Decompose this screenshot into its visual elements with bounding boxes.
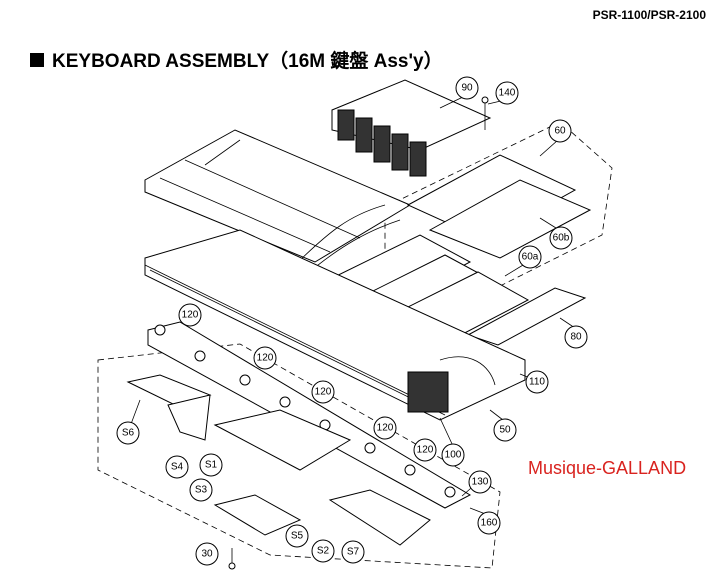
callout-90: 90 (455, 76, 479, 100)
svg-text:S2: S2 (317, 546, 330, 557)
callout-S6: S6 (116, 421, 140, 445)
svg-text:S1: S1 (205, 460, 218, 471)
callout-60a: 60a (518, 245, 542, 269)
svg-text:60: 60 (554, 126, 566, 137)
callout-S7: S7 (341, 540, 365, 564)
svg-text:S7: S7 (347, 547, 360, 558)
model-number: PSR-1100/PSR-2100 (592, 8, 706, 22)
callout-100: 100 (441, 443, 465, 467)
page-title: KEYBOARD ASSEMBLY（16M 鍵盤 Ass'y） (30, 46, 443, 73)
svg-text:120: 120 (377, 423, 394, 434)
svg-text:80: 80 (570, 332, 582, 343)
keyboard-frame-part (144, 129, 412, 281)
svg-text:S4: S4 (171, 462, 184, 473)
svg-text:50: 50 (499, 425, 511, 436)
callout-120-c: 120 (311, 380, 335, 404)
callout-S1: S1 (199, 453, 223, 477)
svg-text:60b: 60b (553, 233, 570, 244)
svg-text:90: 90 (461, 83, 473, 94)
callout-120-d: 120 (373, 416, 397, 440)
svg-text:30: 30 (201, 549, 213, 560)
switch-board-part (147, 321, 472, 509)
svg-text:130: 130 (472, 477, 489, 488)
callout-120-a: 120 (178, 303, 202, 327)
svg-text:S3: S3 (195, 485, 208, 496)
svg-text:100: 100 (445, 450, 462, 461)
callout-30: 30 (195, 542, 219, 566)
svg-text:S5: S5 (291, 531, 304, 542)
svg-text:140: 140 (499, 88, 516, 99)
callout-120-b: 120 (253, 346, 277, 370)
svg-text:120: 120 (315, 387, 332, 398)
svg-text:120: 120 (257, 353, 274, 364)
square-bullet-icon (30, 52, 44, 67)
svg-text:160: 160 (481, 518, 498, 529)
callout-120-e: 120 (413, 438, 437, 462)
black-keys-part (331, 79, 492, 177)
svg-text:60a: 60a (522, 252, 539, 263)
lower-assembly-outline (97, 343, 501, 569)
button-parts (126, 374, 431, 570)
callout-160: 160 (477, 511, 501, 535)
svg-text:120: 120 (417, 445, 434, 456)
callout-50: 50 (493, 418, 517, 442)
svg-text:110: 110 (529, 377, 545, 388)
callout-60: 60 (548, 119, 572, 143)
callout-S5: S5 (285, 524, 309, 548)
callout-S2: S2 (311, 539, 335, 563)
callout-60b: 60b (549, 226, 573, 250)
watermark: Musique-GALLAND (528, 458, 687, 478)
svg-text:120: 120 (182, 310, 199, 321)
callout-110: 110 (525, 370, 549, 394)
callout-130: 130 (468, 470, 492, 494)
svg-text:S6: S6 (122, 428, 135, 439)
chassis-part (144, 229, 526, 421)
callout-140: 140 (495, 81, 519, 105)
callout-80: 80 (564, 325, 588, 349)
title-text: KEYBOARD ASSEMBLY（16M 鍵盤 Ass'y） (52, 51, 443, 72)
callout-S3: S3 (189, 478, 213, 502)
callout-S4: S4 (165, 455, 189, 479)
